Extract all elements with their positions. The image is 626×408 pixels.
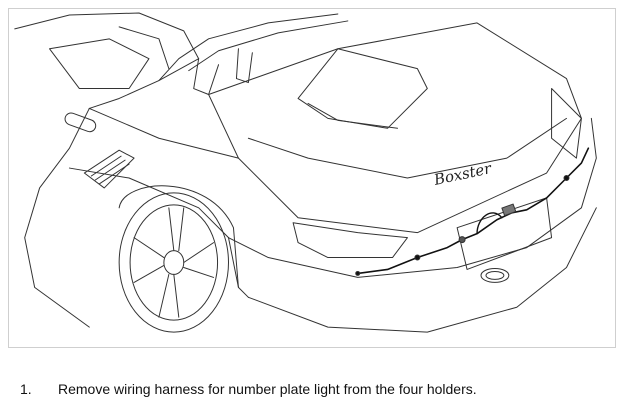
door-handle (64, 112, 97, 133)
harness-holder (563, 175, 570, 181)
car-rear-drawing: Boxster (14, 12, 597, 333)
boxster-badge: Boxster (431, 159, 493, 189)
side-intake (83, 149, 135, 189)
tail-light (292, 222, 408, 259)
harness-holder (501, 203, 517, 217)
exhaust-pipe (480, 267, 510, 283)
rear-wheel (118, 192, 229, 333)
side-panel (24, 107, 90, 328)
step-text: Remove wiring harness for number plate l… (58, 381, 477, 397)
seat-outline (49, 38, 150, 90)
technical-illustration: Boxster (8, 8, 616, 348)
harness-holder (458, 236, 466, 244)
windscreen-frame (14, 12, 200, 109)
roll-bar (193, 58, 220, 95)
rear-lid (208, 22, 582, 234)
number-plate-recess (456, 197, 553, 270)
wheel-arch (118, 185, 239, 288)
instruction-step: 1. Remove wiring harness for number plate… (20, 381, 477, 397)
harness-holder (414, 254, 421, 261)
rear-bumper (227, 117, 597, 278)
step-number: 1. (20, 381, 32, 397)
